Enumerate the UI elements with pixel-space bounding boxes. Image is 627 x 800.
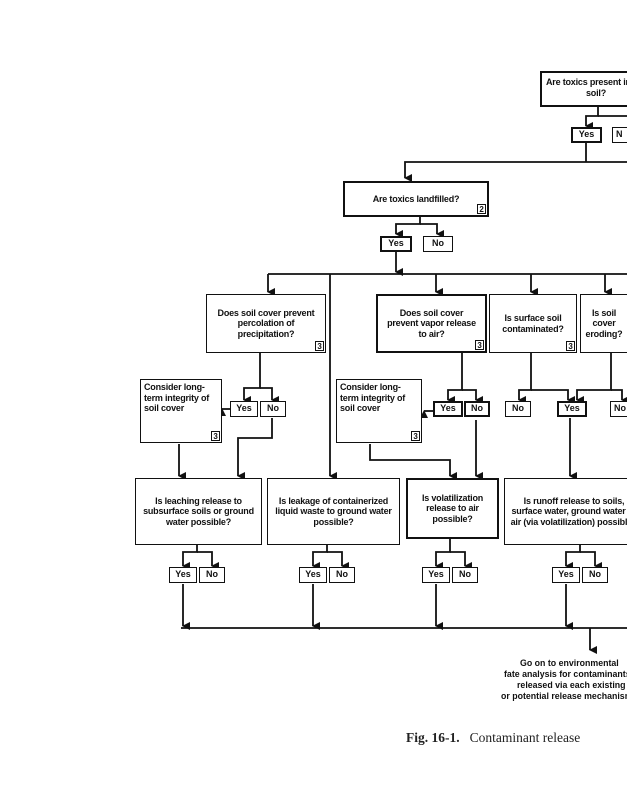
landfilled-yes-box: Yes: [380, 236, 412, 252]
eroding-no-box: No: [610, 401, 627, 417]
node-percolation-text: Does soil cover prevent percolation of p…: [217, 307, 315, 339]
edge-vapor-yes: [447, 352, 463, 404]
node-leakage: Is leakage of containerized liquid waste…: [267, 478, 400, 545]
node-toxics-landfilled-text: Are toxics landfilled?: [372, 193, 460, 204]
runoff-source-yes-box: Yes: [557, 401, 587, 417]
outcome-line-2: fate analysis for contaminants: [504, 669, 627, 679]
ref-tag: 3: [411, 431, 420, 441]
edge-present-yes: [585, 106, 599, 130]
edge-leaching-yes: [182, 544, 198, 570]
edge-landfilled-no: [420, 223, 444, 238]
leakage-no-box: No: [329, 567, 355, 583]
figure-number: Fig. 16-1.: [406, 730, 460, 745]
edge-eroding-no: [611, 389, 627, 404]
surface-no-box: No: [505, 401, 531, 417]
node-volatilization-text: Is volatilization release to air possibl…: [421, 492, 484, 524]
node-consider-integrity-1: Consider long-term integrity of soil cov…: [140, 379, 222, 443]
present-no-box: N: [612, 127, 627, 143]
edge-volatilization-no: [450, 551, 472, 570]
node-vapor-text: Does soil cover prevent vapor release to…: [387, 307, 476, 339]
node-toxics-landfilled: Are toxics landfilled? 2: [343, 181, 489, 217]
outcome-line-4: or potential release mechanism: [501, 691, 627, 701]
node-runoff-text: Is runoff release to soils, surface wate…: [510, 495, 627, 527]
landfilled-no-box: No: [423, 236, 453, 252]
node-consider-2-text: Consider long-term integrity of soil cov…: [340, 382, 406, 413]
node-leaching-text: Is leaching release to subsurface soils …: [143, 495, 254, 527]
edge-perc-no-to-leaching: [237, 418, 273, 480]
edge-runoff-yes: [565, 544, 581, 570]
edge-percolation-no: [260, 387, 279, 404]
leakage-yes-box: Yes: [299, 567, 327, 583]
node-eroding: Is soil cover eroding?: [580, 294, 627, 353]
node-surface-text: Is surface soil contaminated?: [502, 313, 564, 334]
node-leaching: Is leaching release to subsurface soils …: [135, 478, 262, 545]
edge-leaching-no: [197, 551, 219, 570]
ref-tag: 3: [211, 431, 220, 441]
node-leakage-text: Is leakage of containerized liquid waste…: [275, 495, 392, 527]
node-runoff: Is runoff release to soils, surface wate…: [504, 478, 627, 545]
vapor-yes-box: Yes: [433, 401, 463, 417]
edge-runoff-no: [580, 551, 602, 570]
edge-leakage-yes: [312, 544, 328, 570]
vapor-no-box: No: [464, 401, 490, 417]
percolation-no-box: No: [260, 401, 286, 417]
edge-consider2-to-volatilization: [369, 444, 457, 480]
edge-percolation-yes: [243, 352, 261, 404]
ref-tag: 2: [477, 204, 486, 214]
runoff-no-box: No: [582, 567, 608, 583]
figure-caption: Fig. 16-1. Contaminant release: [406, 730, 580, 746]
outcome-line-3: released via each existing: [517, 680, 626, 690]
present-yes-box: Yes: [571, 127, 602, 143]
volatilization-yes-box: Yes: [422, 567, 450, 583]
edge-surface-yes: [531, 389, 575, 404]
node-toxics-present-line2: soil?: [586, 87, 607, 98]
percolation-yes-box: Yes: [230, 401, 258, 417]
node-consider-integrity-2: Consider long-term integrity of soil cov…: [336, 379, 422, 443]
edge-leakage-no: [327, 551, 349, 570]
edge-eroding-yes: [576, 352, 612, 404]
ref-tag: 3: [566, 341, 575, 351]
edge-volatilization-yes: [435, 538, 451, 570]
node-consider-1-text: Consider long-term integrity of soil cov…: [144, 382, 210, 413]
node-eroding-text: Is soil cover eroding?: [585, 307, 623, 339]
ref-tag: 3: [475, 340, 484, 350]
edge-to-landfilled: [404, 161, 627, 182]
runoff-yes-box: Yes: [552, 567, 580, 583]
node-vapor: Does soil cover prevent vapor release to…: [376, 294, 487, 353]
leaching-yes-box: Yes: [169, 567, 197, 583]
edge-landfilled-yes: [395, 216, 421, 238]
leaching-no-box: No: [199, 567, 225, 583]
node-toxics-present-line1: Are toxics present in: [546, 77, 627, 87]
node-volatilization: Is volatilization release to air possibl…: [406, 478, 499, 539]
node-percolation: Does soil cover prevent percolation of p…: [206, 294, 326, 353]
edge-surface-no: [518, 352, 532, 404]
outcome-line-1: Go on to environmental: [520, 658, 619, 668]
ref-tag: 3: [315, 341, 324, 351]
volatilization-no-box: No: [452, 567, 478, 583]
node-surface-contaminated: Is surface soil contaminated? 3: [489, 294, 577, 353]
edge-vapor-no: [462, 389, 483, 404]
figure-caption-text: Contaminant release: [469, 730, 581, 745]
node-toxics-present: Are toxics present in soil?: [540, 71, 627, 107]
